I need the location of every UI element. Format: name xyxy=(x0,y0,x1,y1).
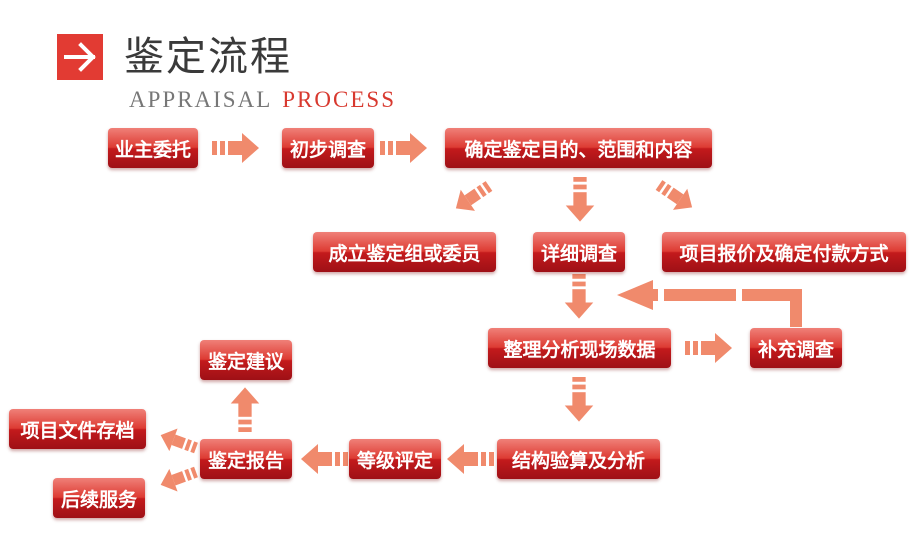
node-structural: 结构验算及分析 xyxy=(497,439,660,479)
arrow-preliminary-to-purpose xyxy=(380,133,427,163)
page-title: 鉴定流程 xyxy=(124,34,292,80)
node-grading: 等级评定 xyxy=(349,439,441,479)
node-suggestion: 鉴定建议 xyxy=(200,340,292,380)
node-organize: 整理分析现场数据 xyxy=(488,328,671,368)
arrow-report-to-suggestion xyxy=(230,387,260,432)
arrow-organize-to-structural xyxy=(564,377,594,422)
node-commission: 业主委托 xyxy=(108,128,198,168)
arrow-grading-to-report xyxy=(301,444,348,474)
node-supplement: 补充调查 xyxy=(750,328,842,368)
node-report: 鉴定报告 xyxy=(200,439,292,479)
node-archive: 项目文件存档 xyxy=(9,409,146,449)
node-preliminary: 初步调查 xyxy=(282,128,374,168)
arrow-commission-to-preliminary xyxy=(212,133,259,163)
arrow-structural-to-grading xyxy=(447,444,494,474)
arrow-purpose-to-detailed xyxy=(565,177,595,222)
arrow-supplement-to-detailed xyxy=(617,280,802,327)
subtitle-main: APPRAISAL xyxy=(129,87,273,112)
arrow-right-icon xyxy=(57,34,103,80)
node-after-service: 后续服务 xyxy=(53,478,145,518)
node-purpose: 确定鉴定目的、范围和内容 xyxy=(445,128,712,168)
arrow-purpose-to-team xyxy=(448,175,497,219)
arrow-report-to-after-service xyxy=(156,460,201,497)
page-subtitle: APPRAISAL PROCESS xyxy=(129,86,396,114)
subtitle-accent: PROCESS xyxy=(282,87,396,112)
arrow-organize-to-supplement xyxy=(685,333,732,363)
node-detailed: 详细调查 xyxy=(533,232,625,272)
node-team: 成立鉴定组或委员 xyxy=(313,232,496,272)
node-quote: 项目报价及确定付款方式 xyxy=(662,232,906,272)
arrow-report-to-archive xyxy=(156,423,201,460)
arrow-detailed-to-organize xyxy=(564,274,594,319)
arrow-purpose-to-quote xyxy=(651,174,700,218)
